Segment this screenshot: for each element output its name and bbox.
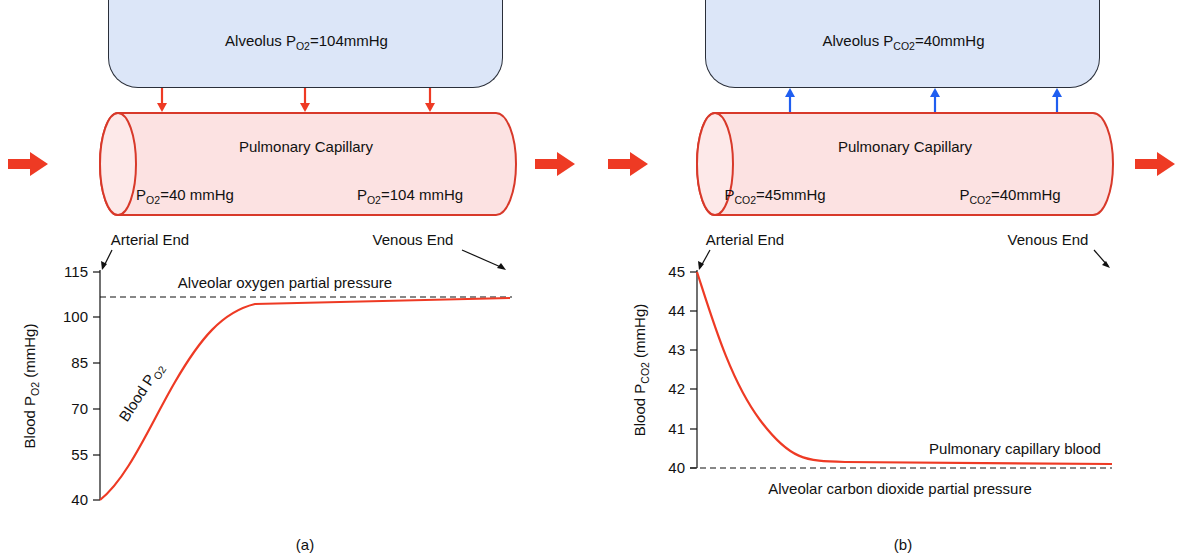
tick-label: 41: [668, 420, 685, 438]
panel-letter: (b): [894, 536, 912, 554]
curve-label: Pulmonary capillary blood: [929, 440, 1101, 458]
arrow-shaft: [304, 88, 306, 104]
arrow-head: [300, 103, 310, 112]
tick-label: 85: [71, 354, 88, 372]
subscript: O2: [367, 194, 381, 206]
arrow-shaft: [1056, 96, 1058, 112]
cylinder-opening: [100, 113, 136, 215]
blood-po2-curve: [100, 298, 510, 500]
carbon-dioxide-graph: [690, 270, 1112, 468]
node-title: Pulmonary Capillary: [239, 138, 373, 156]
axis-ticks: [690, 272, 697, 468]
leader-line: [462, 250, 503, 268]
arrow-head: [1052, 88, 1062, 97]
arrow-shaft: [934, 96, 936, 112]
cylinder-body: [100, 113, 516, 215]
alveolar-level-line: [690, 467, 1112, 468]
flow-arrow: [608, 152, 648, 176]
y-axis: [99, 270, 100, 500]
axis-title: Blood PO2 (mmHg): [21, 324, 39, 449]
flow-arrow: [535, 152, 575, 176]
subscript: O2: [296, 40, 310, 52]
subscript: O2: [29, 382, 41, 396]
tick-label: 45: [668, 263, 685, 281]
alveolus-box: Alveolus PO2=104mmHg: [108, 0, 503, 88]
subscript: CO2: [639, 362, 651, 384]
arrow-head: [157, 103, 167, 112]
diffusion-arrow: [425, 88, 435, 112]
diffusion-arrow: [785, 88, 795, 112]
leader-head: [698, 261, 704, 270]
flow-arrow: [8, 152, 48, 176]
subscript: O2: [146, 194, 160, 206]
subscript: CO2: [734, 194, 756, 206]
axis-ticks: [93, 272, 100, 500]
tick-label: 115: [64, 263, 88, 281]
reference-label: Alveolar carbon dioxide partial pressure: [768, 480, 1031, 498]
cylinder-body: [697, 113, 1113, 215]
tick-label: 100: [63, 308, 88, 326]
end-label: Venous End: [1008, 231, 1089, 249]
tick-label: 55: [71, 446, 88, 464]
tick-label: 40: [668, 459, 685, 477]
capillary-cylinder: Pulmonary CapillaryPCO2=45mmHg PCO2=40mmH…: [695, 112, 1115, 216]
reference-label: Alveolar oxygen partial pressure: [178, 274, 392, 292]
leader-lines: [103, 250, 1108, 268]
leader-head: [497, 263, 506, 270]
diffusion-arrow: [157, 88, 167, 112]
subscript: CO2: [969, 194, 991, 206]
blood-pco2-curve: [697, 272, 1112, 464]
node-title: Alveolus PCO2=40mmHg: [822, 32, 984, 50]
y-axis: [696, 270, 697, 468]
node-title: Alveolus PO2=104mmHg: [225, 32, 388, 50]
panel-letter: (a): [296, 536, 314, 554]
diffusion-arrow: [300, 88, 310, 112]
arrow-shaft: [429, 88, 431, 104]
alveolus-box: Alveolus PCO2=40mmHg: [705, 0, 1100, 88]
node-title: Pulmonary Capillary: [838, 138, 972, 156]
leader-heads: [101, 261, 1110, 270]
oxygen-graph: [93, 270, 512, 500]
tick-label: 44: [668, 302, 685, 320]
capillary-cylinder: Pulmonary CapillaryPO2=40 mmHg PO2=104 mm…: [98, 112, 518, 216]
flow-arrow: [1135, 152, 1175, 176]
tick-label: 42: [668, 380, 685, 398]
curve-label: Blood PO2: [115, 359, 166, 425]
tick-label: 40: [71, 491, 88, 509]
arrow-head: [930, 88, 940, 97]
subscript: O2: [150, 363, 168, 381]
pressure-value: PCO2=40mmHg: [959, 186, 1060, 204]
leader-head: [101, 261, 107, 270]
end-label: Arterial End: [706, 231, 784, 249]
diffusion-arrow: [930, 88, 940, 112]
pressure-value: PO2=104 mmHg: [357, 186, 463, 204]
alveolar-level-line: [100, 296, 512, 297]
pressure-value: PO2=40 mmHg: [136, 186, 234, 204]
end-label: Arterial End: [111, 231, 189, 249]
tick-label: 43: [668, 341, 685, 359]
arrow-shaft: [789, 96, 791, 112]
diffusion-arrow: [1052, 88, 1062, 112]
leader-head: [1102, 261, 1110, 268]
end-label: Venous End: [373, 231, 454, 249]
axis-title: Blood PCO2 (mmHg): [631, 304, 649, 436]
arrow-head: [785, 88, 795, 97]
pressure-value: PCO2=45mmHg: [724, 186, 825, 204]
tick-label: 70: [71, 400, 88, 418]
arrow-shaft: [161, 88, 163, 104]
arrow-head: [425, 103, 435, 112]
subscript: CO2: [893, 40, 915, 52]
